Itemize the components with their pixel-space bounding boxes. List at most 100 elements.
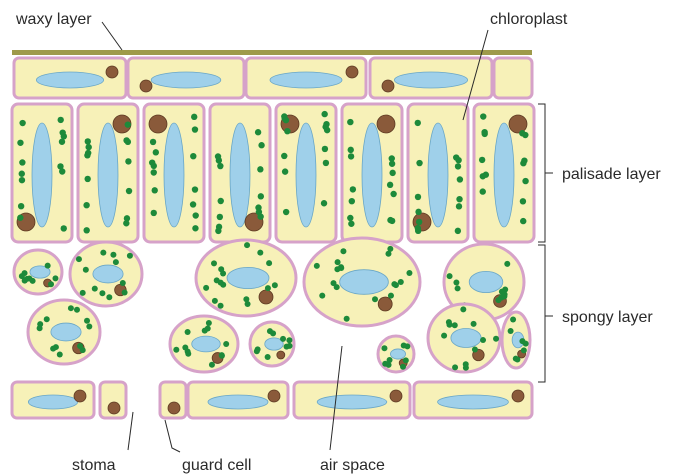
- nucleus: [277, 351, 285, 359]
- upper-epidermis: [14, 58, 532, 98]
- chloroplast-dot: [504, 261, 510, 267]
- vacuole: [428, 123, 448, 227]
- chloroplast-dot: [84, 152, 90, 158]
- vacuole: [93, 265, 123, 283]
- chloroplast-dot: [244, 242, 250, 248]
- chloroplast-dot: [415, 120, 421, 126]
- chloroplast-dot: [150, 139, 156, 145]
- chloroplast-dot: [322, 124, 328, 130]
- chloroplast-dot: [323, 160, 329, 166]
- chloroplast-dot: [522, 178, 528, 184]
- spongy-layer-cells: [14, 238, 530, 372]
- guard-cell-leader: [165, 420, 180, 452]
- chloroplast-dot: [99, 290, 105, 296]
- chloroplast-dot: [153, 149, 159, 155]
- chloroplast-dot: [61, 225, 67, 231]
- chloroplast-dot: [265, 285, 271, 291]
- chloroplast-dot: [406, 270, 412, 276]
- chloroplast-dot: [190, 153, 196, 159]
- chloroplast-dot: [520, 160, 526, 166]
- chloroplast-dot: [223, 341, 229, 347]
- chloroplast-dot: [84, 176, 90, 182]
- chloroplast-dot: [416, 160, 422, 166]
- chloroplast-dot: [211, 260, 217, 266]
- vacuole: [230, 123, 250, 227]
- nucleus: [509, 115, 527, 133]
- chloroplast-dot: [403, 357, 409, 363]
- chloroplast-dot: [84, 318, 90, 324]
- vacuole: [227, 267, 269, 288]
- nucleus: [140, 80, 152, 92]
- chloroplast-dot: [272, 282, 278, 288]
- chloroplast-dot: [245, 301, 251, 307]
- chloroplast-dot: [520, 198, 526, 204]
- chloroplast-dot: [415, 194, 421, 200]
- chloroplast-dot: [258, 193, 264, 199]
- vacuole: [208, 395, 268, 409]
- chloroplast-dot: [460, 306, 466, 312]
- chloroplast-dot: [50, 346, 56, 352]
- chloroplast-dot: [457, 176, 463, 182]
- vacuole: [51, 323, 81, 341]
- chloroplast-dot: [387, 217, 393, 223]
- chloroplast-dot: [76, 256, 82, 262]
- nucleus: [346, 66, 358, 78]
- chloroplast-dot: [455, 163, 461, 169]
- chloroplast-dot: [203, 285, 209, 291]
- waxy-layer-label: waxy layer: [15, 11, 92, 28]
- vacuole: [494, 123, 514, 227]
- chloroplast-dot: [193, 212, 199, 218]
- chloroplast-dot: [255, 129, 261, 135]
- spongy-bracket: [538, 245, 545, 382]
- chloroplast-dot: [415, 209, 421, 215]
- chloroplast-dot: [80, 290, 86, 296]
- chloroplast-dot: [508, 328, 514, 334]
- chloroplast-dot: [217, 163, 223, 169]
- chloroplast-dot: [218, 266, 224, 272]
- vacuole: [451, 328, 481, 347]
- chloroplast-dot: [415, 228, 421, 234]
- chloroplast-dot: [218, 198, 224, 204]
- chloroplast-dot: [334, 266, 340, 272]
- chloroplast-dot: [510, 316, 516, 322]
- chloroplast-dot: [257, 250, 263, 256]
- chloroplast-dot: [387, 182, 393, 188]
- chloroplast-label: chloroplast: [490, 11, 568, 28]
- spongy-layer-label: spongy layer: [562, 309, 653, 326]
- chloroplast-dot: [471, 321, 477, 327]
- vacuole: [98, 123, 118, 227]
- chloroplast-dot: [480, 188, 486, 194]
- chloroplast-dot: [192, 225, 198, 231]
- chloroplast-dot: [202, 328, 208, 334]
- vacuole: [192, 336, 221, 352]
- nucleus: [512, 390, 524, 402]
- chloroplast-dot: [254, 348, 260, 354]
- chloroplast-dot: [372, 296, 378, 302]
- chloroplast-dot: [59, 139, 65, 145]
- chloroplast-dot: [110, 252, 116, 258]
- chloroplast-dot: [77, 343, 83, 349]
- lower-epidermis: [12, 382, 532, 418]
- stoma-label: stoma: [72, 457, 116, 474]
- nucleus: [378, 297, 392, 311]
- chloroplast-dot: [92, 286, 98, 292]
- chloroplast-dot: [151, 163, 157, 169]
- chloroplast-dot: [124, 215, 130, 221]
- chloroplast-dot: [286, 337, 292, 343]
- chloroplast-dot: [520, 218, 526, 224]
- vacuole: [317, 395, 387, 409]
- chloroplast-dot: [85, 138, 91, 144]
- chloroplast-dot: [214, 277, 220, 283]
- chloroplast-dot: [480, 113, 486, 119]
- chloroplast-dot: [348, 153, 354, 159]
- chloroplast-dot: [125, 158, 131, 164]
- chloroplast-dot: [455, 285, 461, 291]
- nucleus: [382, 80, 394, 92]
- vacuole: [270, 72, 342, 88]
- chloroplast-dot: [83, 227, 89, 233]
- chloroplast-dot: [389, 170, 395, 176]
- chloroplast-dot: [266, 260, 272, 266]
- chloroplast-dot: [122, 290, 128, 296]
- chloroplast-dot: [456, 196, 462, 202]
- chloroplast-dot: [190, 201, 196, 207]
